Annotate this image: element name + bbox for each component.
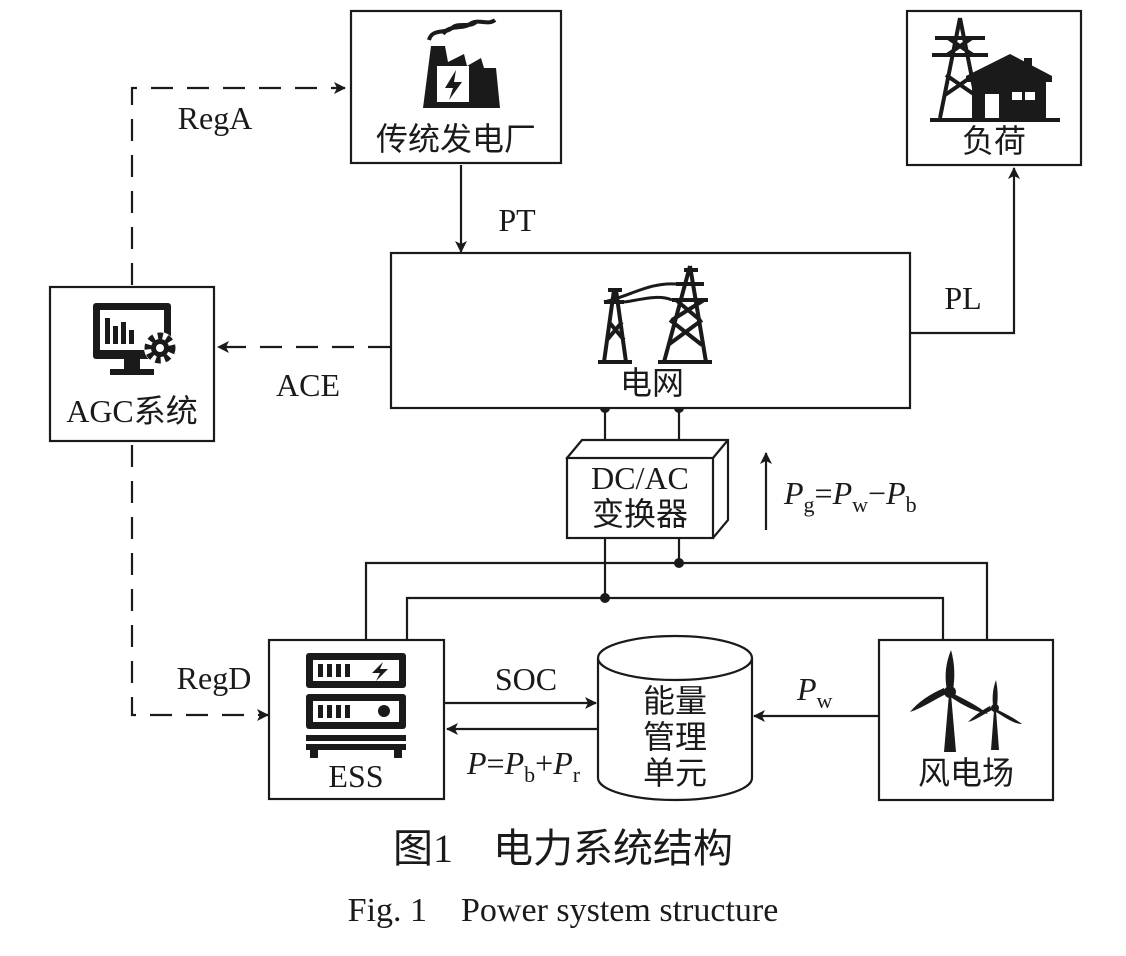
ace-label: ACE: [276, 367, 340, 403]
converter-label-2: 变换器: [592, 496, 688, 532]
wind-node: 风电场: [877, 638, 1055, 802]
house-tower-icon: [930, 17, 1060, 122]
pw-formula: Pw: [796, 671, 833, 713]
soc-label: SOC: [495, 661, 557, 697]
pt-label: PT: [498, 202, 536, 238]
outer-bus: [364, 561, 989, 640]
rega-label: RegA: [178, 100, 253, 136]
wind-turbine-icon: [910, 650, 1022, 752]
battery-rack-icon: [306, 653, 406, 758]
ems-label-3: 单元: [643, 755, 707, 791]
converter-node: DC/AC 变换器: [565, 438, 730, 540]
grid-node: 电网: [389, 251, 912, 410]
pl-line: [910, 167, 1020, 335]
plant-label: 传统发电厂: [376, 121, 536, 157]
p-formula: P=Pb+Pr: [466, 745, 581, 787]
regd-line: [130, 445, 269, 721]
wind-label: 风电场: [918, 755, 1014, 791]
ems-label-2: 管理: [643, 719, 707, 755]
ess-label: ESS: [328, 758, 383, 794]
converter-label-1: DC/AC: [591, 460, 689, 496]
transmission-tower-icon: [598, 265, 712, 364]
inner-bus: [405, 596, 945, 640]
ems-node: 能量 管理 单元: [596, 634, 754, 802]
monitor-gear-icon: [93, 303, 176, 375]
load-label: 负荷: [962, 123, 1026, 159]
grid-label: 电网: [620, 365, 684, 401]
ems-label-1: 能量: [643, 683, 707, 719]
load-node: 负荷: [905, 9, 1083, 167]
caption-cn: 图1 电力系统结构: [393, 826, 733, 871]
rega-line: [130, 82, 346, 285]
power-plant-icon: [423, 18, 500, 108]
pg-formula: Pg=Pw−Pb: [783, 475, 917, 517]
ess-node: ESS: [267, 638, 446, 801]
regd-label: RegD: [177, 660, 252, 696]
power-plant-node: 传统发电厂: [349, 9, 563, 165]
agc-node: AGC系统: [48, 285, 216, 443]
caption-en: Fig. 1 Power system structure: [348, 892, 779, 929]
agc-label: AGC系统: [66, 393, 198, 429]
pl-label: PL: [944, 280, 981, 316]
